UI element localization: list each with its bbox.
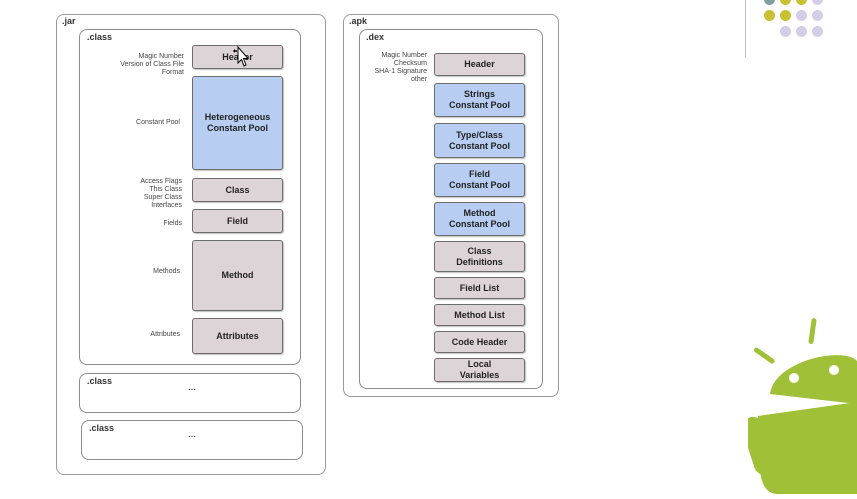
dex-panel-title: .dex bbox=[366, 32, 385, 42]
constant-pool-label: Constant Pool bbox=[136, 119, 180, 126]
decor-dot bbox=[780, 0, 791, 5]
jar-title: .jar bbox=[62, 16, 76, 26]
decor-dot bbox=[764, 0, 775, 5]
decor-divider bbox=[745, 0, 746, 57]
dex-box-type-class-constant-pool: Type/Class Constant Pool bbox=[434, 123, 525, 158]
class-panel-3 bbox=[81, 420, 303, 460]
attributes-label: Attributes bbox=[150, 331, 180, 338]
jar-field-box: Field bbox=[192, 209, 283, 233]
methods-label: Methods bbox=[153, 268, 180, 275]
dex-box-field-constant-pool: Field Constant Pool bbox=[434, 163, 525, 197]
decor-dot bbox=[780, 26, 791, 37]
class-panel-3-ellipsis: ... bbox=[187, 429, 197, 440]
class-panel-2 bbox=[79, 373, 301, 413]
decor-dot bbox=[796, 26, 807, 37]
decor-dot bbox=[812, 10, 823, 21]
apk-title: .apk bbox=[349, 16, 368, 26]
class-panel-title: .class bbox=[87, 32, 113, 42]
class-panel-2-ellipsis: ... bbox=[187, 382, 197, 393]
decor-dot bbox=[796, 0, 807, 5]
android-robot-icon bbox=[742, 316, 857, 494]
dex-box-code-header: Code Header bbox=[434, 331, 525, 353]
dex-header-labels: Magic Number Checksum SHA-1 Signature ot… bbox=[374, 52, 427, 83]
decor-dot bbox=[812, 26, 823, 37]
jar-method-box: Method bbox=[192, 240, 283, 311]
jar-constant-pool-box: Heterogeneous Constant Pool bbox=[192, 76, 283, 170]
fields-label: Fields bbox=[163, 220, 182, 227]
header-field-labels: Magic Number Version of Class File Forma… bbox=[120, 53, 184, 76]
dex-box-class-definitions: Class Definitions bbox=[434, 241, 525, 272]
dex-box-method-constant-pool: Method Constant Pool bbox=[434, 202, 525, 236]
move-cursor-icon bbox=[232, 45, 250, 68]
class-field-labels: Access Flags This Class Super Class Inte… bbox=[140, 178, 182, 209]
dex-box-header: Header bbox=[434, 53, 525, 76]
jar-class-box: Class bbox=[192, 178, 283, 202]
jar-attributes-box: Attributes bbox=[192, 318, 283, 354]
decor-dot bbox=[780, 10, 791, 21]
dex-box-field-list: Field List bbox=[434, 277, 525, 299]
dex-box-local-variables: Local Variables bbox=[434, 358, 525, 382]
dex-box-method-list: Method List bbox=[434, 304, 525, 326]
decor-dot bbox=[812, 0, 823, 5]
class-panel-3-title: .class bbox=[89, 423, 115, 433]
decor-dot bbox=[764, 10, 775, 21]
top-cropped-text bbox=[270, 0, 530, 4]
dex-box-strings-constant-pool: Strings Constant Pool bbox=[434, 83, 525, 117]
decor-dot bbox=[796, 10, 807, 21]
class-panel-2-title: .class bbox=[87, 376, 113, 386]
